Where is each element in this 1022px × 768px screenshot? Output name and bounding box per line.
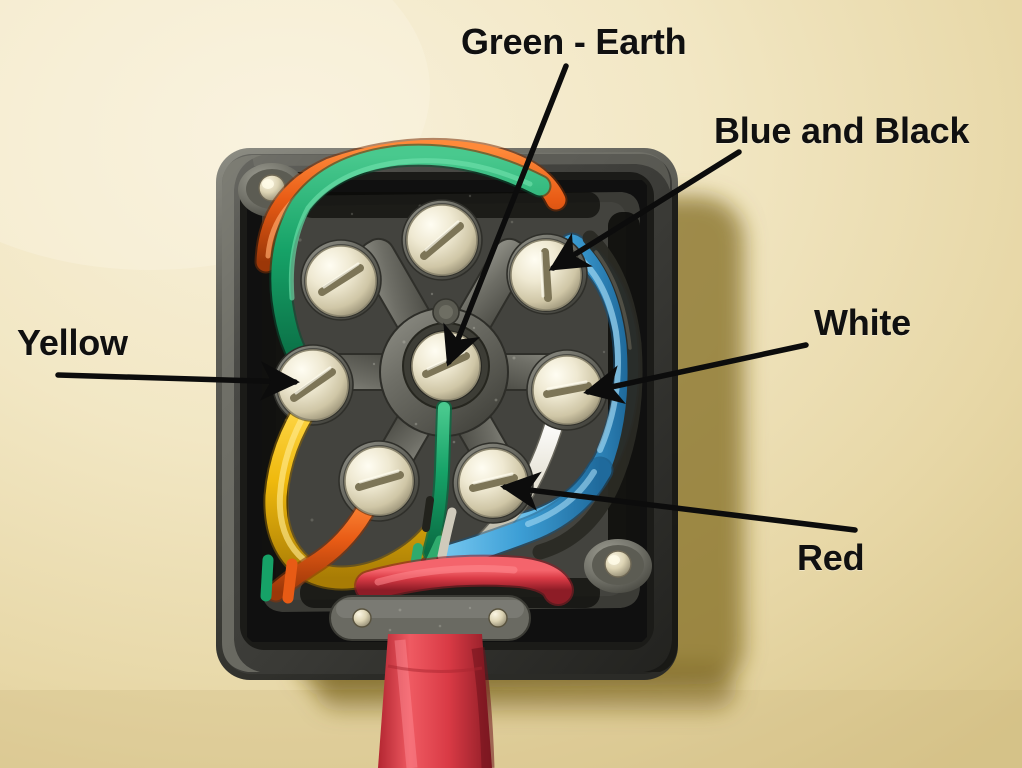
yellow-leader [55, 361, 300, 401]
label-blue-and-black: Blue and Black [714, 110, 970, 151]
label-green-earth: Green - Earth [461, 21, 687, 62]
blue-black-leader [548, 149, 742, 271]
terminal-screw-upper-left [304, 244, 378, 318]
white-leader [583, 342, 809, 405]
label-yellow: Yellow [17, 322, 128, 363]
label-red: Red [797, 537, 865, 578]
terminal-screw-lower-left [343, 445, 415, 517]
black-wire-right [532, 230, 643, 560]
strain-relief-clamp [329, 595, 531, 641]
wire-bundle-front [260, 389, 614, 604]
red-leader [500, 471, 858, 533]
terminal-screw-top [405, 203, 479, 277]
annotation-leader-lines [55, 63, 858, 533]
terminal-screw-upper-right [509, 238, 583, 312]
green-earth-leader [443, 63, 569, 367]
label-white: White [814, 302, 911, 343]
red-cable-sheath [378, 634, 492, 768]
terminal-screw-center [410, 330, 482, 402]
mounting-boss-bottom-right [584, 539, 652, 593]
red-cable-assembly [329, 554, 574, 768]
terminal-screw-lower-right [457, 447, 529, 519]
terminal-screw-left [276, 348, 350, 422]
